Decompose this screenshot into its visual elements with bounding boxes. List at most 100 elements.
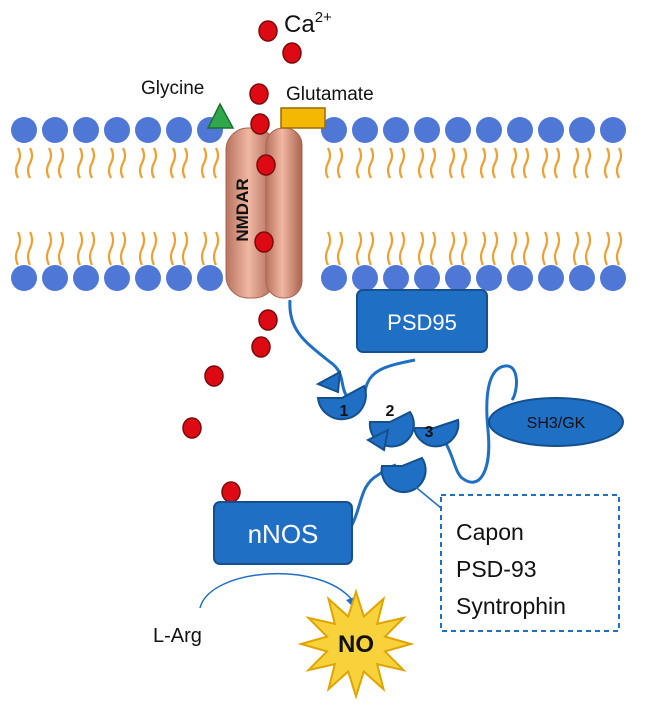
calcium-ion [204, 365, 224, 387]
lipid-tail [45, 231, 53, 266]
lipid-tail [212, 231, 220, 266]
lipid-tail [510, 231, 518, 266]
lipid-tail [522, 147, 530, 179]
lipid-head [166, 265, 192, 291]
calcium-ion [258, 20, 278, 42]
calcium-label: Ca2+ [284, 9, 332, 38]
lipid-head [507, 265, 533, 291]
nmdar-label: NMDAR [233, 178, 252, 241]
lipid-head [42, 265, 68, 291]
calcium-charge: 2+ [315, 9, 332, 26]
nmdar-subunit-right [265, 127, 303, 299]
lipid-tail [603, 231, 611, 266]
lipid-tail [119, 147, 127, 179]
lipid-tail [615, 147, 623, 179]
nnos-pdz-ligand [365, 428, 390, 452]
lipid-head [73, 265, 99, 291]
lipid-head [414, 265, 440, 291]
lipid-tail [448, 231, 456, 266]
lipid-head [42, 117, 68, 143]
lipid-tail [429, 147, 437, 179]
lipid-tail [572, 231, 580, 266]
nmdar-receptor: NMDAR [225, 127, 303, 299]
lipid-head [538, 265, 564, 291]
lipid-tail [14, 147, 22, 179]
lipid-head [383, 265, 409, 291]
lipid-head [352, 265, 378, 291]
calcium-ion [182, 417, 202, 439]
lipid-tail [615, 231, 623, 266]
lipid-head [166, 117, 192, 143]
pdz3-label: 3 [425, 424, 434, 441]
lipid-tail [386, 231, 394, 266]
lipid-tail [324, 147, 332, 179]
calcium-ions [182, 20, 302, 503]
calcium-ion [250, 113, 270, 135]
lipid-tail [448, 147, 456, 179]
lipid-head [383, 117, 409, 143]
lipid-tail [324, 231, 332, 266]
lipid-tail [367, 231, 375, 266]
lipid-tail [417, 231, 425, 266]
lipid-tail [398, 147, 406, 179]
calcium-ion [256, 154, 276, 176]
lipid-tail [398, 231, 406, 266]
psd95-box [356, 289, 488, 353]
binding-partner-label: Syntrophin [456, 593, 566, 619]
glutamate-rect [280, 107, 326, 129]
lipid-head [414, 117, 440, 143]
lipid-tail [45, 147, 53, 179]
lipid-head [476, 265, 502, 291]
lipid-tail [169, 147, 177, 179]
lipid-tail [57, 147, 65, 179]
lipid-tail [553, 231, 561, 266]
lipid-tail [212, 147, 220, 179]
nnos-box [213, 501, 353, 565]
larg-label: L-Arg [153, 625, 202, 647]
lipid-head [569, 117, 595, 143]
lipid-tail [76, 147, 84, 179]
lipid-tail [417, 147, 425, 179]
calcium-ion [254, 231, 274, 253]
lipid-tail [491, 231, 499, 266]
larg-to-no-arrow [199, 572, 353, 609]
lipid-tail [119, 231, 127, 266]
lipid-tail [26, 147, 34, 179]
lipid-head [135, 117, 161, 143]
lipid-tail [460, 231, 468, 266]
lipid-head [352, 117, 378, 143]
lipid-tail [169, 231, 177, 266]
lipid-tail [386, 147, 394, 179]
pdz1-label: 1 [340, 403, 349, 420]
no-burst [297, 588, 415, 700]
lipid-tail [584, 147, 592, 179]
lipid-tail [88, 147, 96, 179]
lipid-head [476, 117, 502, 143]
lipid-tail [107, 147, 115, 179]
lipid-heads [11, 117, 626, 291]
lipid-tail [541, 147, 549, 179]
lipid-head [445, 265, 471, 291]
lipid-tail [553, 147, 561, 179]
lipid-tail [355, 147, 363, 179]
no-label: NO [338, 631, 374, 658]
pdz1-domain [316, 384, 367, 421]
lipid-tail [603, 147, 611, 179]
nnos-label: nNOS [248, 519, 319, 549]
lipid-tail [367, 147, 375, 179]
lipid-tail [107, 231, 115, 266]
lipid-tail [460, 147, 468, 179]
glutamate-label: Glutamate [286, 84, 374, 105]
lipid-tail [510, 147, 518, 179]
lipid-tail [26, 231, 34, 266]
lipid-head [538, 117, 564, 143]
lipid-head [73, 117, 99, 143]
lipid-head [104, 265, 130, 291]
calcium-ion [251, 336, 271, 358]
lipid-tail [429, 231, 437, 266]
partner-arrow-head [405, 478, 418, 490]
lipid-tails [14, 147, 623, 266]
lipid-tail [181, 231, 189, 266]
